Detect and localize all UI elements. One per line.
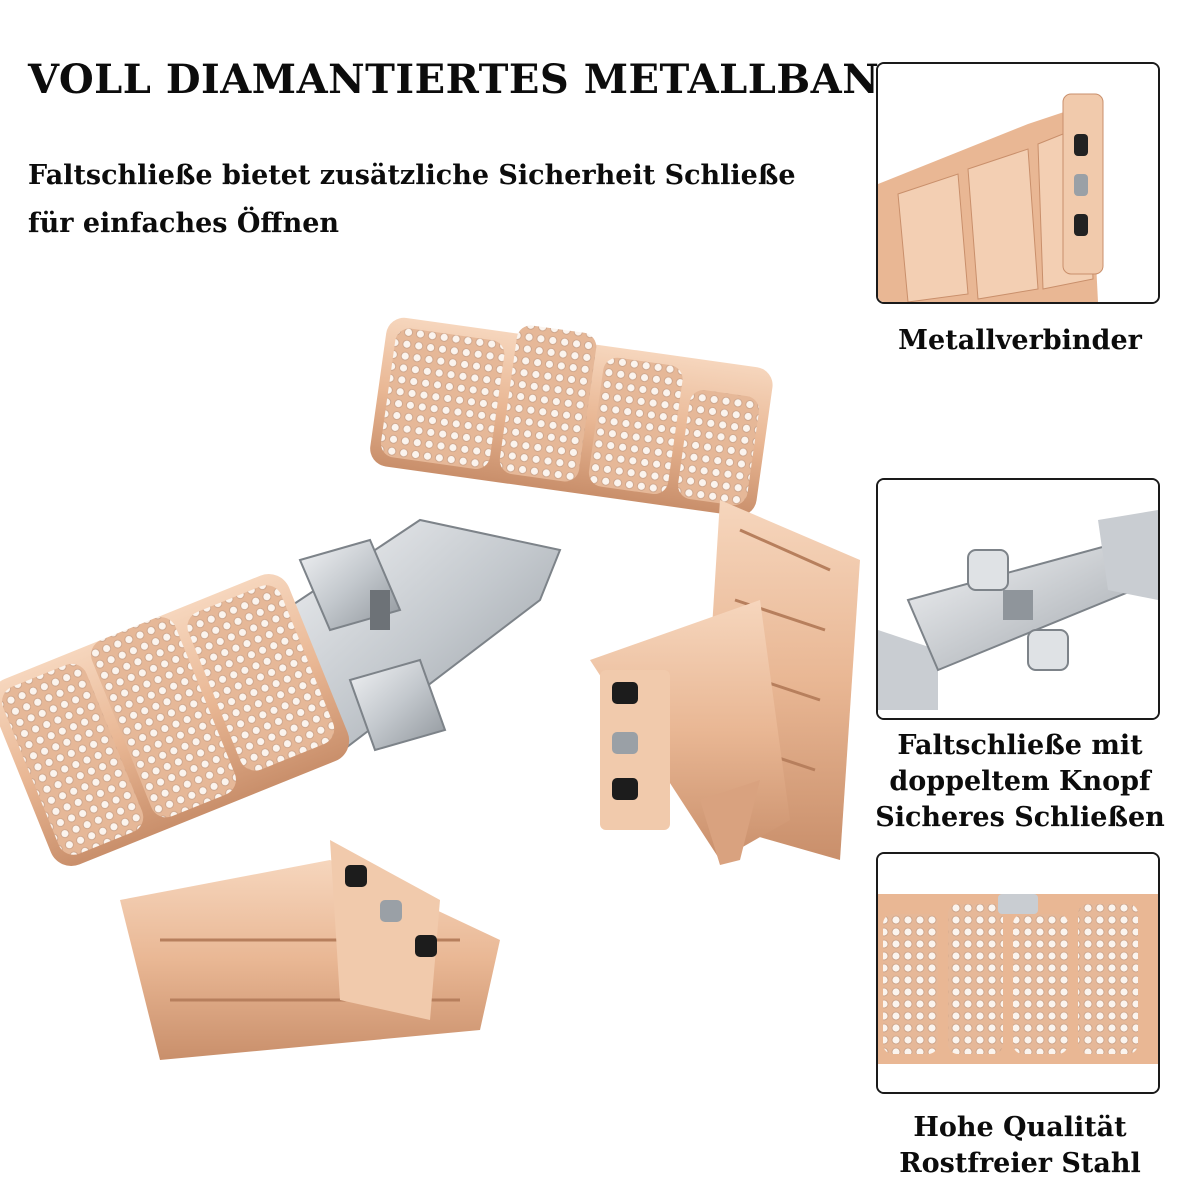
diamond-band-upper bbox=[370, 317, 773, 516]
feature-caption-clasp: Faltschließe mit doppeltem Knopf Sichere… bbox=[860, 728, 1180, 836]
diamond-links-icon bbox=[878, 854, 1158, 1092]
subtitle-line-2: für einfaches Öffnen bbox=[28, 208, 340, 239]
feature-panel-links bbox=[876, 852, 1160, 1094]
butterfly-clasp-icon bbox=[878, 480, 1158, 718]
feature-panel-connector bbox=[876, 62, 1160, 304]
plain-band-lower bbox=[120, 840, 500, 1060]
caption-line: Faltschließe mit bbox=[897, 730, 1143, 761]
caption-line: doppeltem Knopf bbox=[889, 766, 1151, 797]
product-image bbox=[0, 300, 880, 1200]
caption-line: Sicheres Schließen bbox=[875, 802, 1165, 833]
diamond-band-lower bbox=[0, 573, 350, 867]
feature-panel-clasp bbox=[876, 478, 1160, 720]
feature-caption-links: Hohe Qualität Rostfreier Stahl bbox=[860, 1110, 1180, 1182]
caption-line: Hohe Qualität bbox=[913, 1112, 1127, 1143]
caption-line: Metallverbinder bbox=[898, 325, 1142, 356]
butterfly-clasp bbox=[268, 518, 562, 782]
feature-caption-connector: Metallverbinder bbox=[860, 323, 1180, 359]
caption-line: Rostfreier Stahl bbox=[899, 1148, 1141, 1179]
plain-band-right bbox=[590, 500, 860, 865]
metal-connector-icon bbox=[878, 64, 1158, 302]
subtitle-line-1: Faltschließe bietet zusätzliche Sicherhe… bbox=[28, 160, 796, 191]
page-title: VOLL DIAMANTIERTES METALLBAND bbox=[28, 56, 915, 103]
